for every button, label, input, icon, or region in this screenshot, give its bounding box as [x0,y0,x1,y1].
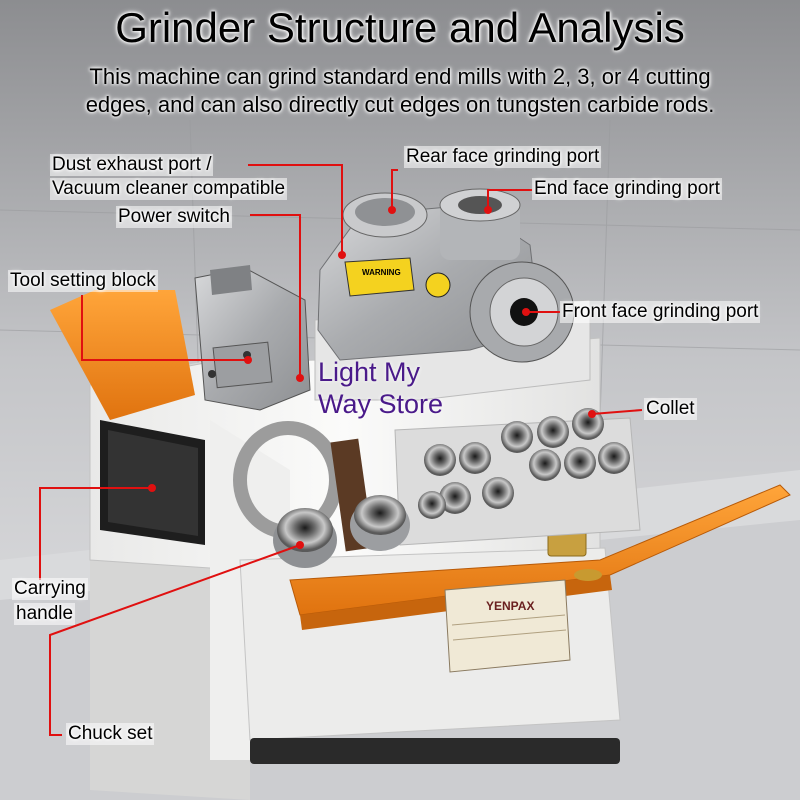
collet-set [418,408,630,519]
tool-setting-block [194,265,311,411]
subtitle-line-2: edges, and can also directly cut edges o… [85,92,715,117]
label-dust-port-line-1: Dust exhaust port / [50,154,214,176]
watermark-line-1: Light My [318,357,421,387]
tool-setting-base [50,290,195,420]
label-carrying-handle-line-1: Carrying [12,578,88,600]
warning-sticker-text: WARNING [362,268,401,277]
leader-dots [148,206,596,549]
store-watermark: Light My Way Store [318,356,443,421]
watermark-line-2: Way Store [318,389,444,420]
chuck-set [273,495,410,568]
label-chuck-set: Chuck set [66,723,155,745]
label-end-face-port: End face grinding port [532,178,722,200]
page-title: Grinder Structure and Analysis [115,4,685,51]
label-dust-port-line-2: Vacuum cleaner compatible [50,178,288,200]
label-collet: Collet [644,398,697,420]
rear-face-port [342,192,428,238]
subtitle-line-1: This machine can grind standard end mill… [89,64,711,89]
label-carrying-handle-line-2: handle [14,603,76,625]
label-front-face-port: Front face grinding port [560,301,761,323]
leader-lines [39,164,643,736]
brand-plate-text: YENPAX [486,599,534,613]
label-power-switch: Power switch [116,206,232,228]
label-tool-setting-block: Tool setting block [8,270,158,292]
end-face-port [439,188,521,260]
label-rear-face-port: Rear face grinding port [404,146,602,168]
